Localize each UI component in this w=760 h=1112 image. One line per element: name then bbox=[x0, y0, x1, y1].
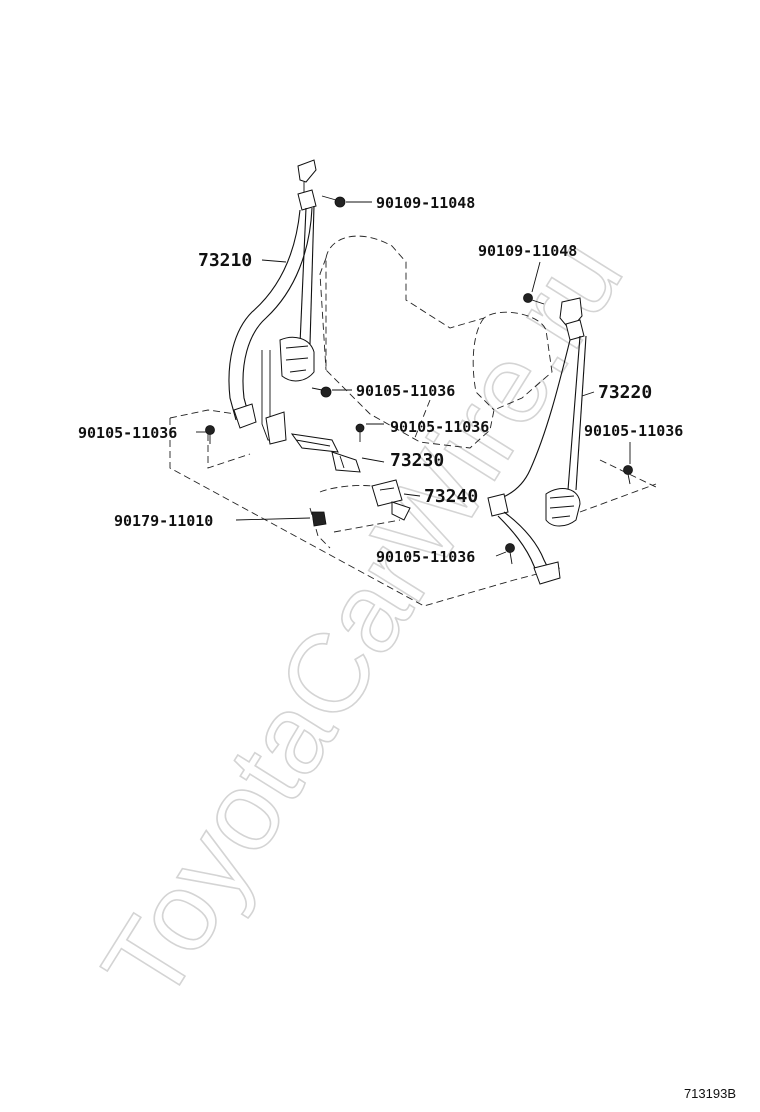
callout-90105-11036-anchor: 90105-11036 bbox=[376, 548, 475, 566]
bolt-icon bbox=[334, 196, 346, 208]
leader-lines bbox=[196, 201, 631, 557]
seat-belt-left-73210 bbox=[228, 159, 317, 445]
callout-90179-11010: 90179-11010 bbox=[114, 512, 213, 530]
watermark-layer: ToyotaCarWire.ru bbox=[78, 216, 647, 1023]
callout-90109-11048-left: 90109-11048 bbox=[376, 194, 475, 212]
bolt-icon bbox=[205, 425, 215, 435]
bolt-icon bbox=[355, 423, 365, 433]
fasteners bbox=[205, 195, 633, 565]
watermark-text: ToyotaCarWire.ru bbox=[78, 217, 646, 1022]
callout-73230: 73230 bbox=[390, 450, 444, 471]
bolt-icon bbox=[623, 465, 633, 475]
callout-90105-11036-center: 90105-11036 bbox=[390, 418, 489, 436]
nut-icon bbox=[311, 511, 327, 527]
callout-73210: 73210 bbox=[198, 250, 252, 271]
buckle-73240 bbox=[371, 479, 411, 521]
seat-outline bbox=[169, 235, 659, 607]
callout-labels: 90109-11048 73210 90109-11048 73220 9010… bbox=[78, 194, 683, 566]
buckle-73230 bbox=[290, 433, 361, 473]
callout-73220: 73220 bbox=[598, 382, 652, 403]
callout-90105-11036-retractor: 90105-11036 bbox=[356, 382, 455, 400]
callout-90105-11036-floor-left: 90105-11036 bbox=[78, 424, 177, 442]
diagram-code: 713193B bbox=[684, 1086, 736, 1101]
callout-73240: 73240 bbox=[424, 486, 478, 507]
seat-belt-right-73220 bbox=[487, 297, 587, 585]
callout-90105-11036-floor-right: 90105-11036 bbox=[584, 422, 683, 440]
bolt-icon bbox=[523, 293, 533, 303]
bolt-icon bbox=[505, 543, 515, 553]
bolt-icon bbox=[320, 386, 332, 398]
callout-90109-11048-right: 90109-11048 bbox=[478, 242, 577, 260]
